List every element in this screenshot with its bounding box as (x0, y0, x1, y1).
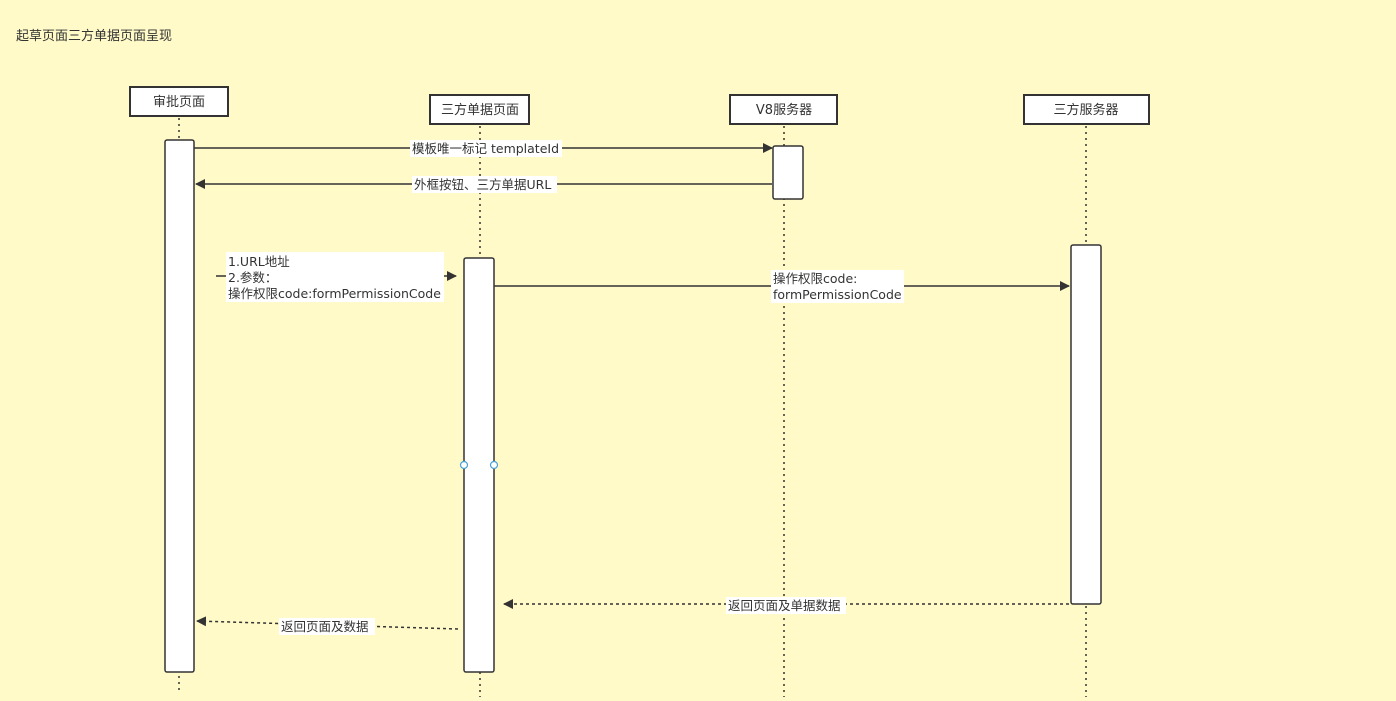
selection-handle-right[interactable] (489, 460, 499, 470)
message-label: 返回页面及数据 (281, 619, 369, 634)
message-return-doc-data[interactable]: 返回页面及单据数据 (503, 597, 1069, 614)
activation-v8[interactable] (772, 145, 804, 200)
message-label-line: 2.参数： (228, 270, 277, 285)
participant-label: V8服务器 (756, 102, 812, 118)
message-permission-code[interactable]: 操作权限code: formPermissionCode (494, 270, 1070, 303)
activation-approval[interactable] (164, 139, 195, 673)
message-frame-url[interactable]: 外框按钮、三方单据URL (195, 176, 772, 193)
message-label-line: 1.URL地址 (228, 254, 290, 269)
message-label: 模板唯一标记 templateId (412, 141, 559, 156)
message-label: 返回页面及单据数据 (728, 598, 841, 613)
participant-approval[interactable]: 审批页面 (129, 86, 229, 117)
message-return-data[interactable]: 返回页面及数据 (196, 616, 459, 635)
page-title: 起草页面三方单据页面呈现 (16, 28, 172, 44)
activation-third-doc[interactable] (463, 257, 495, 673)
participant-label: 审批页面 (153, 95, 205, 110)
message-url-params[interactable]: 1.URL地址 2.参数： 操作权限code:formPermissionCod… (216, 252, 457, 302)
participant-third-srv[interactable]: 三方服务器 (1023, 94, 1150, 125)
participant-v8[interactable]: V8服务器 (729, 94, 838, 125)
message-label-line: 操作权限code:formPermissionCode (228, 286, 441, 301)
activation-third-srv[interactable] (1070, 244, 1102, 605)
participant-label: 三方服务器 (1053, 102, 1118, 118)
message-templateid[interactable]: 模板唯一标记 templateId (194, 140, 773, 157)
message-label-line: formPermissionCode (773, 287, 902, 302)
participant-third-doc[interactable]: 三方单据页面 (429, 94, 530, 125)
selection-handle-left[interactable] (459, 460, 469, 470)
participant-label: 三方单据页面 (441, 102, 519, 118)
message-label: 外框按钮、三方单据URL (414, 177, 551, 192)
message-label-line: 操作权限code: (773, 271, 857, 286)
